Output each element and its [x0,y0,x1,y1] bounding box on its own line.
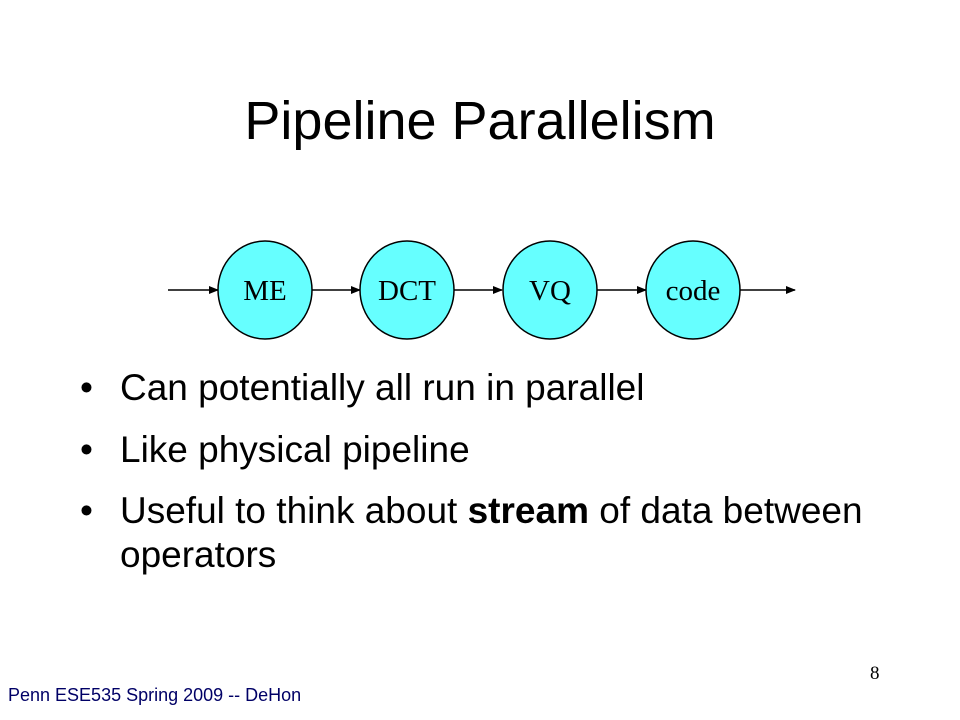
node-dct-label: DCT [378,275,436,307]
bullet-text-emphasis: stream [467,490,589,532]
node-code-label: code [666,275,721,307]
bullet-text-pre: Useful to think about [120,490,468,532]
bullet-dot: • [80,367,93,408]
bullet-text-post: of data between operators [120,490,863,575]
bullet-item: • Can potentially all run in parallel [80,366,940,410]
slide-title: Pipeline Parallelism [244,91,716,151]
bullet-list: • Can potentially all run in parallel • … [80,366,940,595]
bullet-dot: • [80,428,93,470]
bullet-dot: • [80,490,93,532]
bullet-item: • Useful to think about stream of data b… [80,489,940,576]
slide-footer: Penn ESE535 Spring 2009 -- DeHon [8,685,302,705]
bullet-text: Can potentially all run in parallel [120,367,645,408]
node-dct: DCT [359,240,455,340]
node-vq-label: VQ [529,275,571,307]
node-vq: VQ [502,240,598,340]
bullet-item: • Like physical pipeline [80,428,940,472]
bullet-text: Like physical pipeline [120,428,470,470]
page-number: 8 [870,663,880,684]
node-me-label: ME [243,275,287,307]
node-code: code [645,240,741,340]
node-me: ME [217,240,313,340]
